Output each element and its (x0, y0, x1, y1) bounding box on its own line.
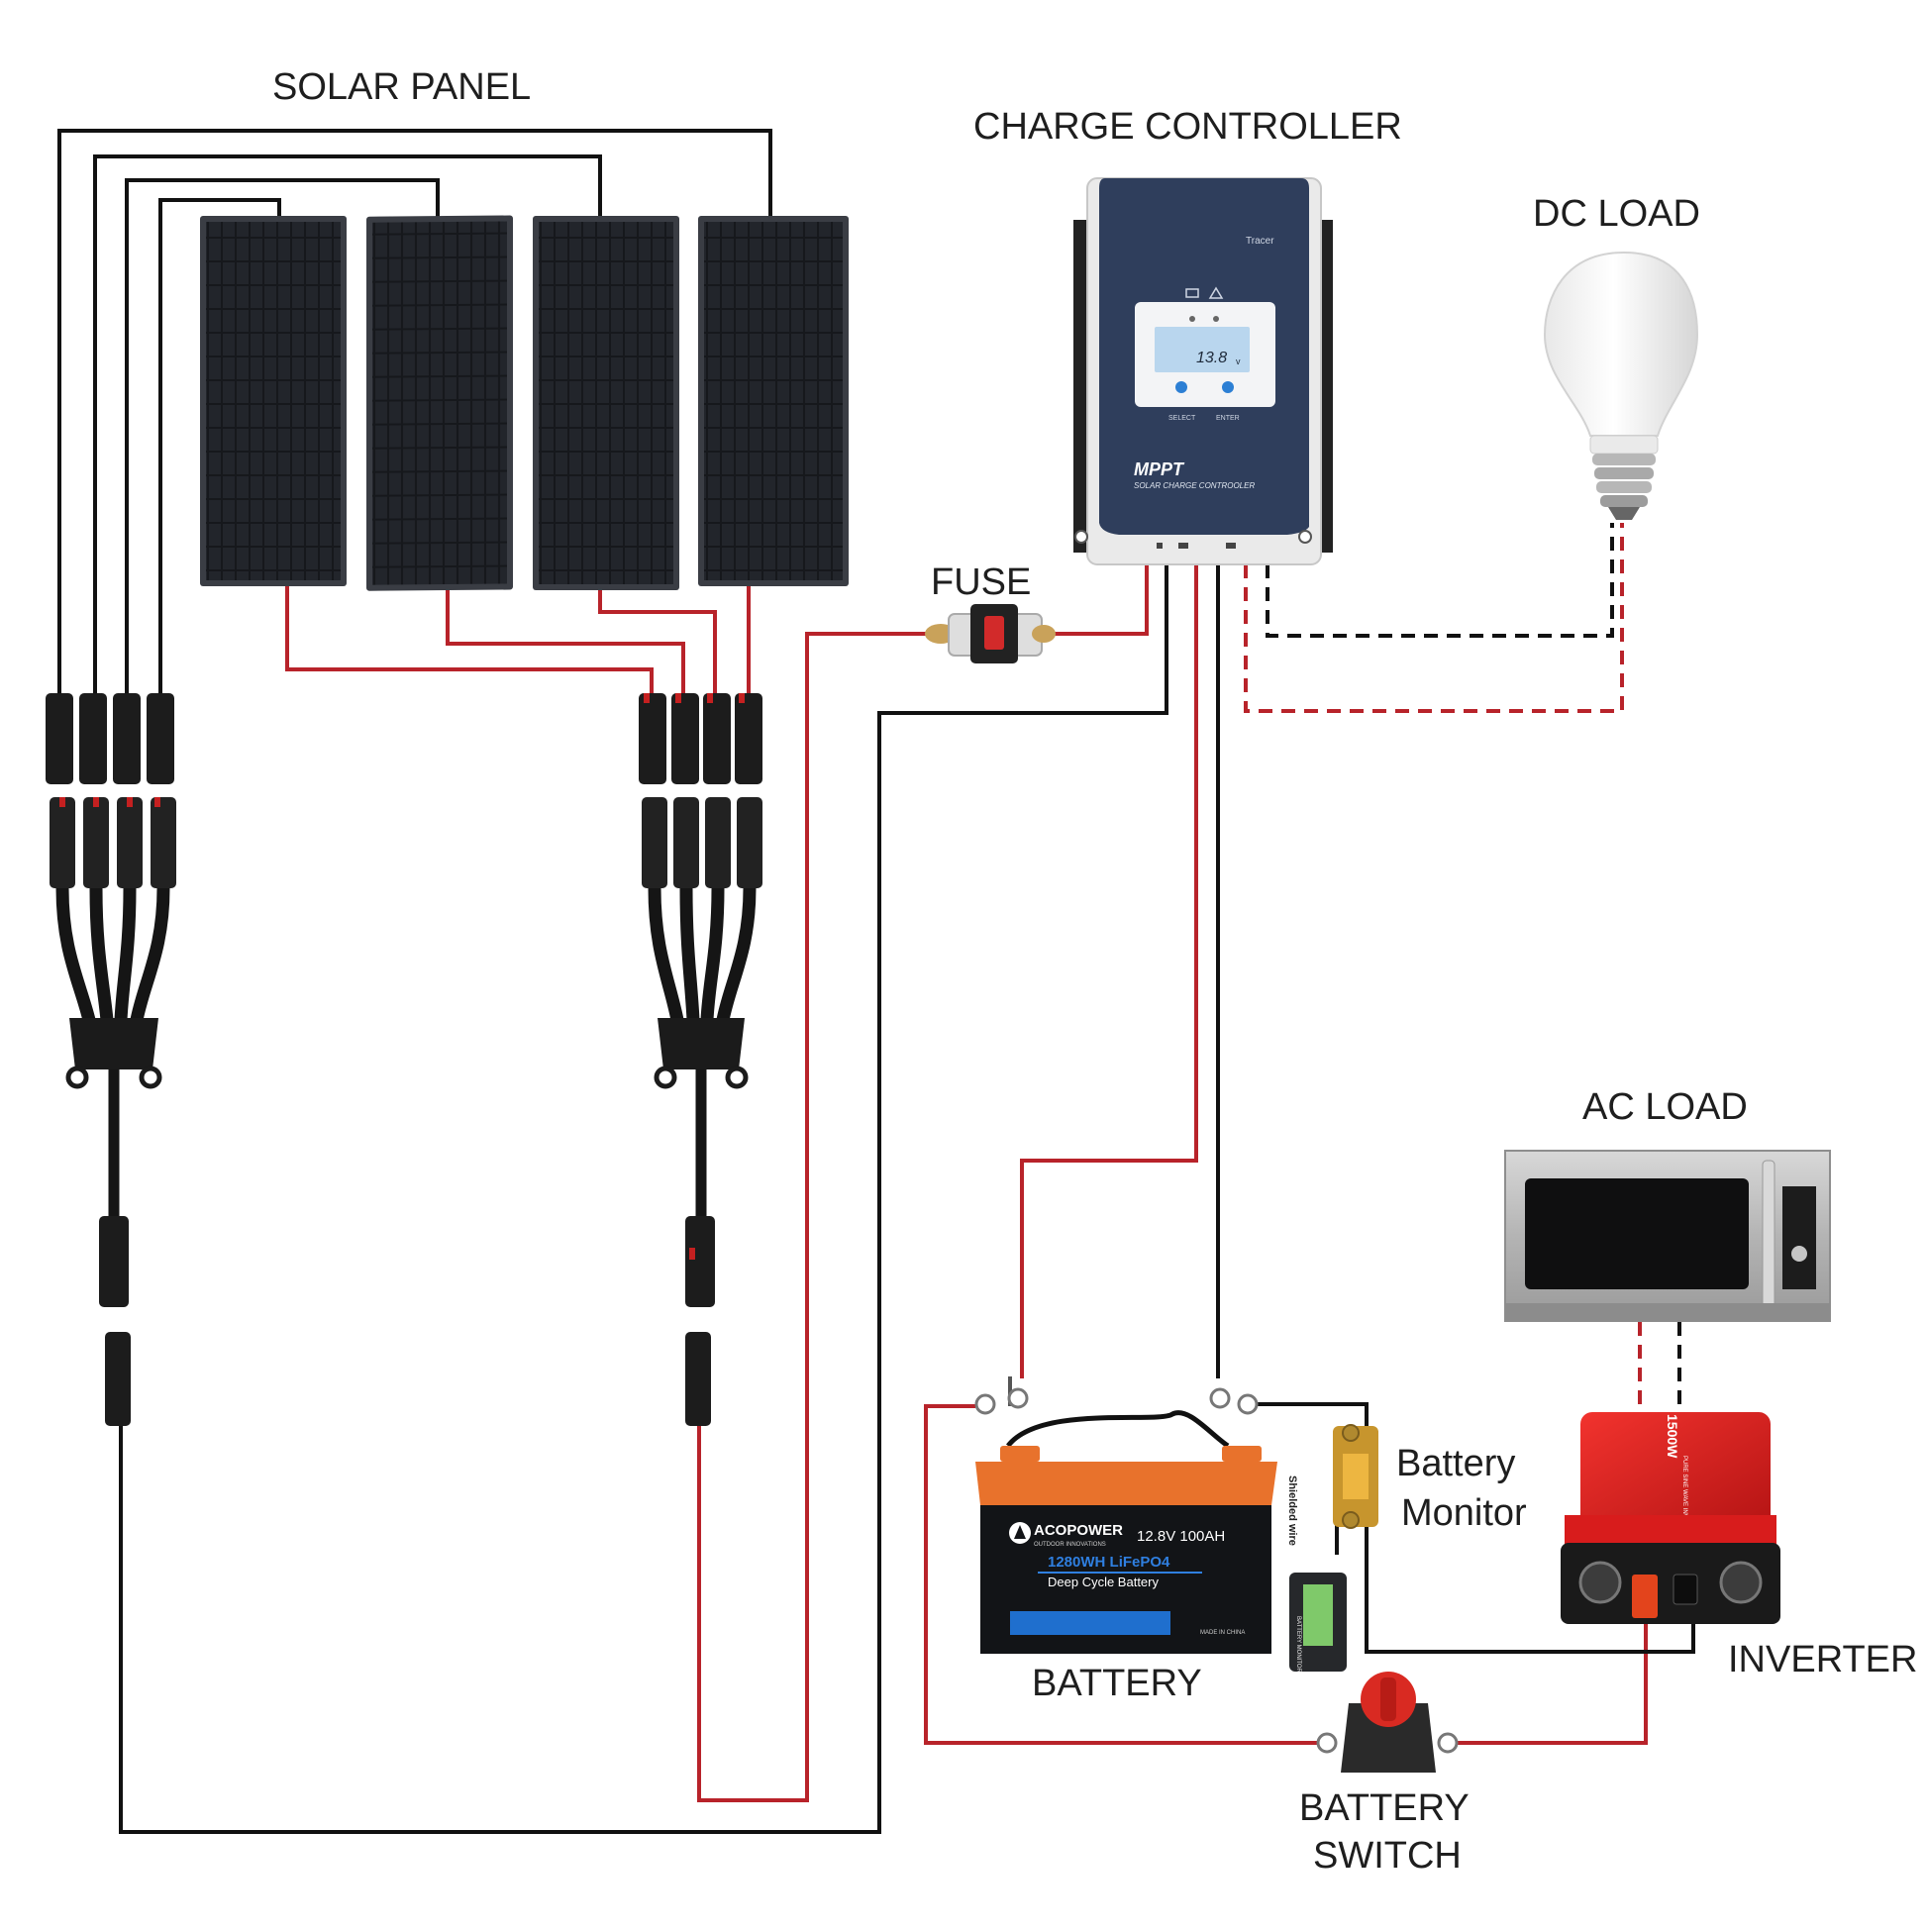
dc-load-bulb (1543, 251, 1699, 520)
battery-brand-sub: OUTDOOR INNOVATIONS (1034, 1542, 1106, 1548)
inverter: 1500W PURE SINE WAVE INVERTER (1561, 1412, 1780, 1624)
label-dc-load: DC LOAD (1533, 193, 1700, 235)
panel2-positive-lead (446, 586, 685, 703)
shielded-wire-label: Shielded wire (1286, 1475, 1298, 1546)
switch-base (1341, 1703, 1436, 1773)
inline-fuse (925, 604, 1056, 663)
solar-panel-2 (366, 215, 513, 591)
label-battery-monitor-line1: Battery (1396, 1443, 1515, 1484)
battery-negative-ring-terminal (1209, 1387, 1231, 1409)
label-inverter: INVERTER (1728, 1639, 1917, 1680)
battery-type: Deep Cycle Battery (1048, 1575, 1159, 1589)
panel2-negative-lead (125, 178, 440, 703)
svg-text:v: v (1236, 356, 1241, 366)
battery-capacity: 1280WH LiFePO4 (1048, 1554, 1170, 1571)
dc-load-positive (1244, 523, 1624, 713)
controller-enter-button[interactable] (1222, 381, 1234, 393)
dc-load-negative (1266, 523, 1614, 638)
labels: SOLAR PANEL CHARGE CONTROLLER DC LOAD FU… (272, 66, 1917, 1877)
battery-origin: MADE IN CHINA (1200, 1630, 1245, 1636)
controller-lcd (1155, 327, 1250, 372)
label-battery-monitor-line2: Monitor (1401, 1492, 1527, 1534)
pv-positive-main (697, 632, 926, 1802)
right-extension-plug (685, 1332, 711, 1426)
inverter-top (1580, 1412, 1771, 1527)
battery-positive-to-switch (924, 1404, 1317, 1745)
inverter-rating-sub: PURE SINE WAVE INVERTER (1681, 1456, 1687, 1539)
battery-spec: 12.8V 100AH (1137, 1528, 1225, 1545)
controller-select-button[interactable] (1175, 381, 1187, 393)
right-output-plug (685, 1216, 715, 1307)
bulb-screw-base (1592, 454, 1656, 520)
controller-select-label: SELECT (1168, 415, 1196, 422)
right-branch-hub (658, 1018, 745, 1069)
label-charge-controller: CHARGE CONTROLLER (973, 106, 1402, 148)
wiring (57, 129, 1695, 1834)
battery: ACOPOWER OUTDOOR INNOVATIONS 12.8V 100AH… (974, 1376, 1277, 1654)
solar-panel-1 (200, 216, 347, 586)
monitor-to-inverter-negative (1365, 1515, 1695, 1654)
inverter-terminal-positive (1632, 1575, 1658, 1618)
microwave-door-window (1525, 1178, 1749, 1289)
battery-lid (975, 1462, 1277, 1505)
left-output-plug (99, 1216, 129, 1307)
label-battery-switch-line1: BATTERY (1299, 1787, 1470, 1829)
fuse-to-controller (1050, 564, 1149, 636)
battery-positive-ring-terminal (1007, 1387, 1029, 1409)
switch-to-inverter (1456, 1624, 1648, 1745)
battery-switch (1316, 1672, 1459, 1773)
left-mc4-female-row (50, 797, 176, 888)
battery-monitor: Shielded wire BATTERY MONITOR (1286, 1424, 1378, 1674)
panel4-negative-lead (57, 129, 772, 703)
label-battery-switch-line2: SWITCH (1313, 1835, 1462, 1877)
panel3-negative-lead (93, 154, 602, 703)
inverter-rating: 1500W (1665, 1414, 1680, 1459)
bulb-glass (1543, 251, 1699, 437)
solar-panel-4 (698, 216, 849, 586)
right-mc4-female-row (639, 693, 762, 784)
solar-panels (200, 215, 849, 591)
label-fuse: FUSE (931, 561, 1031, 603)
label-solar-panel: SOLAR PANEL (272, 66, 531, 108)
monitor-device-label: BATTERY MONITOR (1295, 1616, 1301, 1674)
left-extension-plug (105, 1332, 131, 1426)
label-ac-load: AC LOAD (1582, 1086, 1748, 1128)
microwave-control-panel (1782, 1186, 1816, 1289)
pv-negative-main (119, 564, 1168, 1834)
battery-cert-strip (1010, 1611, 1170, 1635)
left-mc4-male-row (46, 693, 174, 784)
solar-panel-3 (533, 216, 679, 590)
inverter-fan-right (1719, 1561, 1763, 1604)
inverter-front-panel (1561, 1543, 1780, 1624)
controller-lcd-value: 13.8 (1196, 350, 1227, 366)
battery-handle (1006, 1410, 1230, 1449)
left-branch-hub (69, 1018, 158, 1069)
right-branch-connector (639, 693, 762, 1426)
right-mc4-male-row (642, 797, 762, 888)
controller-model-sub: SOLAR CHARGE CONTROOLER (1134, 481, 1255, 490)
battery-brand: ACOPOWER (1034, 1522, 1123, 1539)
controller-model: MPPT (1134, 459, 1185, 479)
panel1-negative-lead (158, 198, 281, 703)
ac-load-microwave (1504, 1150, 1831, 1322)
inverter-fan-left (1578, 1561, 1622, 1604)
charge-controller: Tracer 13.8 v SELECT ENTER MPPT SOLAR CH… (1073, 177, 1333, 565)
panel1-positive-lead (285, 586, 654, 703)
inverter-terminal-negative (1673, 1574, 1698, 1605)
controller-enter-label: ENTER (1216, 415, 1240, 422)
label-battery: BATTERY (1032, 1663, 1202, 1704)
controller-battery-positive (1020, 564, 1198, 1378)
controller-brand: Tracer (1246, 236, 1274, 247)
panel3-positive-lead (598, 586, 717, 703)
left-branch-connector (46, 693, 176, 1426)
